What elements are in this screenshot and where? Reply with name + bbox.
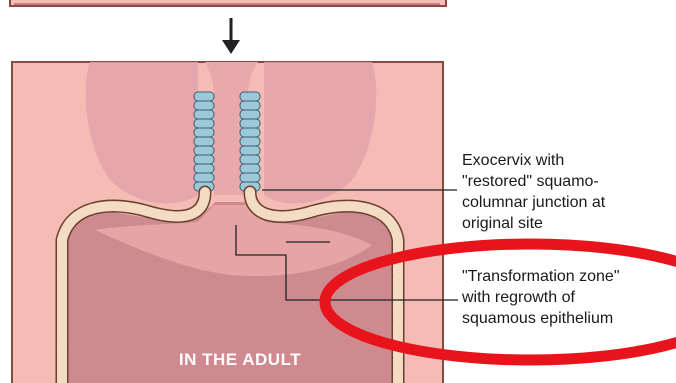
panel-title: IN THE ADULT (160, 350, 320, 370)
down-arrow-icon (222, 18, 240, 54)
previous-panel-edge (10, 0, 446, 6)
exocervix-label: Exocervix with "restored" squamo- column… (462, 150, 672, 234)
transformation-zone-label: "Transformation zone" with regrowth of s… (462, 266, 676, 329)
